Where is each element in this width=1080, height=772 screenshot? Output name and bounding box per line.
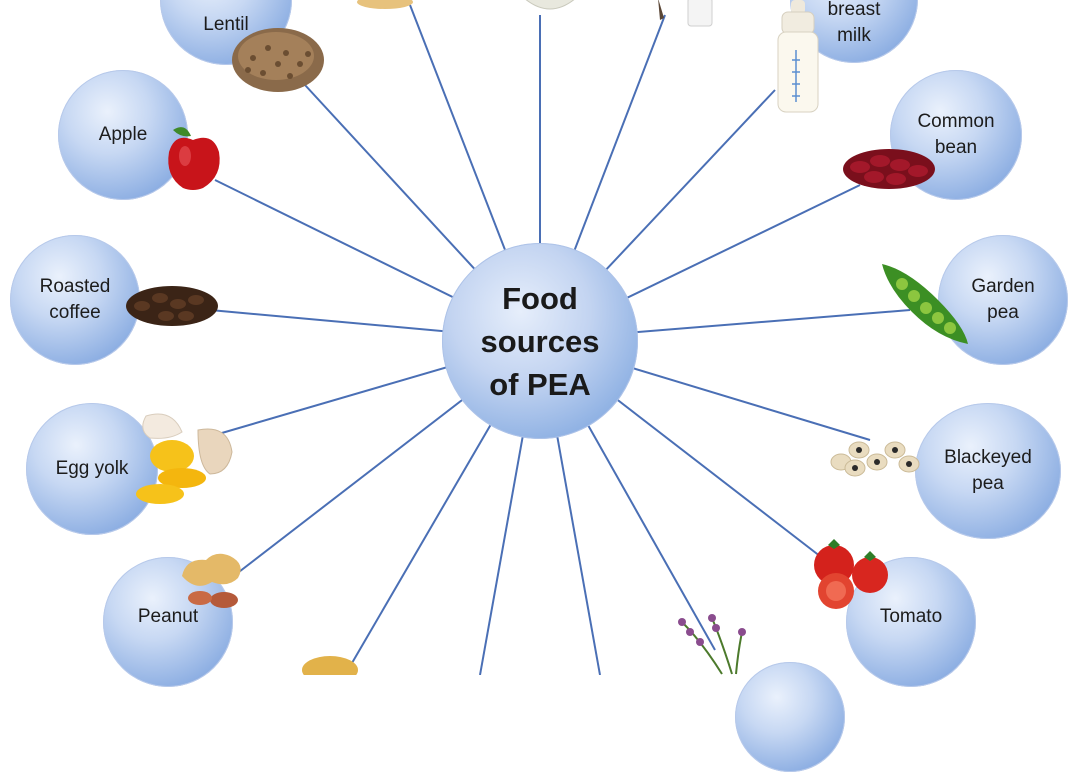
- blackeyed-pea-image: [830, 441, 920, 477]
- node-garden-pea: Garden pea: [938, 235, 1068, 365]
- node-roasted-coffee: Roasted coffee: [10, 235, 140, 365]
- node-label-lentil: Lentil: [203, 14, 249, 35]
- apple-image: [168, 127, 220, 190]
- center-hub: Food sources of PEA: [442, 243, 638, 439]
- top-food-2-image: [525, 0, 575, 10]
- node-label-common-bean: Common bean: [917, 111, 995, 158]
- node-label-garden-pea: Garden pea: [971, 276, 1035, 323]
- node-blackeyed-pea: Blackeyed pea: [915, 403, 1061, 539]
- egg-yolk-image: [136, 413, 233, 504]
- herb-image: [678, 614, 746, 675]
- node-egg-yolk: Egg yolk: [26, 403, 158, 535]
- node-label-egg-yolk: Egg yolk: [55, 458, 129, 479]
- kidney-bean-image: [843, 149, 935, 189]
- node-label-blackeyed-pea: Blackeyed pea: [944, 447, 1032, 494]
- baby-bottle-image: [777, 0, 819, 113]
- pea-pod-image: [882, 264, 968, 344]
- node-bottom-partial: [735, 662, 845, 772]
- node-label-tomato: Tomato: [879, 606, 943, 627]
- peanut-image: [182, 553, 241, 608]
- center-hub-label: Food sources of PEA: [480, 280, 600, 402]
- node-label-breast-milk: breast milk: [827, 0, 881, 46]
- bottom-food-image: [302, 656, 358, 675]
- lentil-image: [232, 28, 324, 92]
- node-label-peanut: Peanut: [137, 606, 199, 627]
- node-label-apple: Apple: [98, 124, 148, 145]
- node-label-roasted-coffee: Roasted coffee: [39, 276, 111, 323]
- milk-glass-image: [658, 0, 713, 27]
- node-apple: Apple: [58, 70, 188, 200]
- top-food-1-image: [357, 0, 413, 9]
- coffee-beans-image: [126, 286, 218, 326]
- tomato-image: [814, 539, 888, 609]
